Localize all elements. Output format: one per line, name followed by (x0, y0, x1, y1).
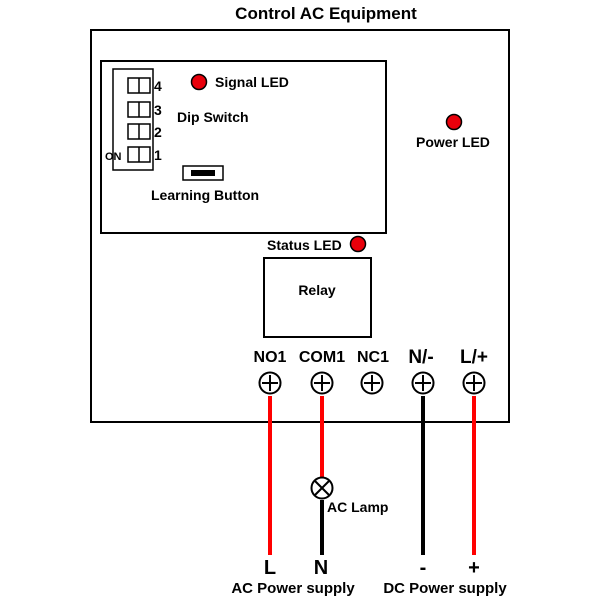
supply-label-l: L (264, 557, 276, 579)
terminal-no1[interactable] (258, 371, 282, 395)
supply-label-n: N (314, 557, 328, 579)
lamp-icon (310, 476, 334, 500)
dip-position-label: 3 (154, 102, 162, 118)
dip-position-label: 2 (154, 124, 162, 140)
dip-on-label: ON (105, 151, 122, 163)
signal-led-label: Signal LED (215, 74, 289, 90)
relay-label: Relay (298, 282, 336, 298)
supply-label-dc-minus: - (420, 557, 427, 579)
signal-led-icon (190, 73, 208, 91)
dip-switch-position[interactable] (127, 123, 151, 140)
terminal-label-n-minus: N/- (408, 347, 433, 368)
relay (263, 257, 372, 338)
status-led-icon (349, 235, 367, 253)
ac-power-supply-label: AC Power supply (231, 580, 355, 597)
dip-position-label: 1 (154, 147, 162, 163)
terminal-label-no1: NO1 (254, 349, 287, 366)
terminal-n-minus[interactable] (411, 371, 435, 395)
dip-switch[interactable]: 4 3 2 1 ON (105, 68, 162, 171)
terminal-com1[interactable] (310, 371, 334, 395)
diagram-title: Control AC Equipment (235, 4, 417, 23)
terminal-label-com1: COM1 (299, 349, 345, 366)
terminal-label-nc1: NC1 (357, 349, 389, 366)
terminal-nc1[interactable] (360, 371, 384, 395)
dip-switch-housing (112, 68, 154, 171)
enclosure (90, 29, 510, 423)
dip-switch-position[interactable] (127, 77, 151, 94)
terminal-l-plus[interactable] (462, 371, 486, 395)
status-led-label: Status LED (267, 237, 342, 253)
learning-button-label: Learning Button (151, 187, 259, 203)
learning-button[interactable] (182, 165, 224, 181)
dip-switch-position[interactable] (127, 101, 151, 118)
terminal-label-l-plus: L/+ (460, 347, 488, 368)
dip-switch-label: Dip Switch (177, 109, 249, 125)
dip-switch-position[interactable] (127, 146, 151, 163)
power-led-label: Power LED (416, 134, 490, 150)
power-led-icon (445, 113, 463, 131)
control-board (100, 60, 387, 234)
dip-position-label: 4 (154, 78, 162, 94)
dc-power-supply-label: DC Power supply (383, 580, 507, 597)
ac-lamp-label: AC Lamp (327, 499, 388, 515)
supply-label-dc-plus: + (468, 557, 480, 579)
